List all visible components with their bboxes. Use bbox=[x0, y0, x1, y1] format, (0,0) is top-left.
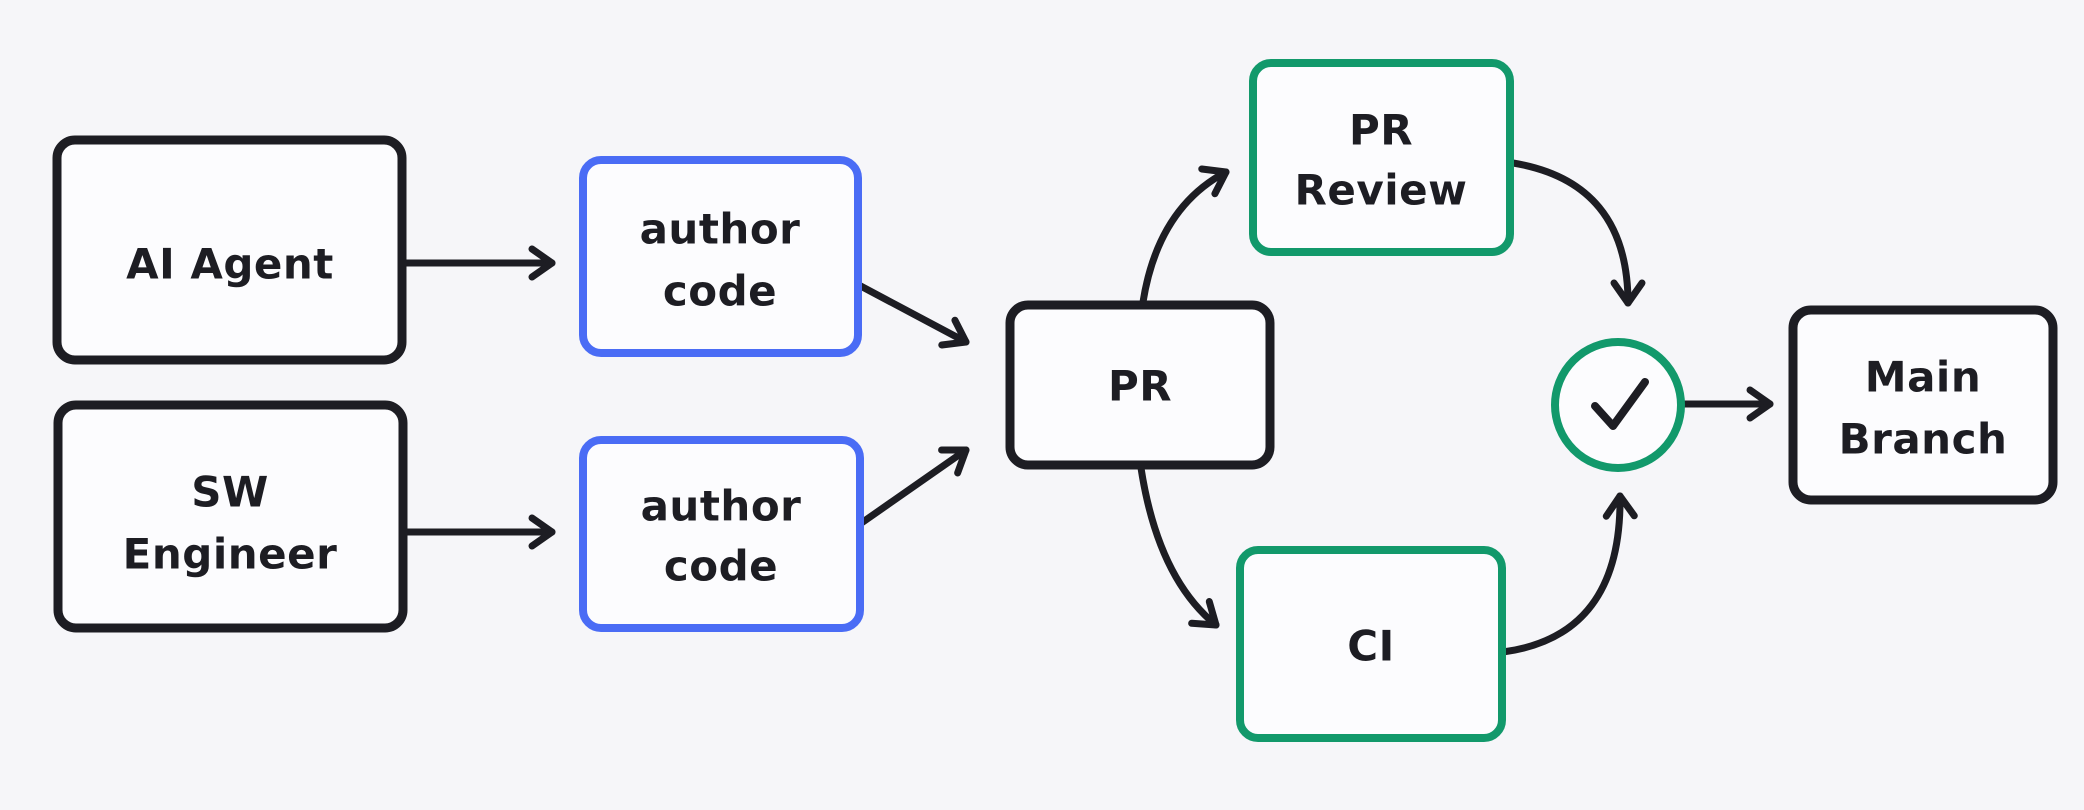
sw-engineer-label-line1: SW bbox=[191, 468, 269, 517]
author-code-bottom-box bbox=[579, 436, 864, 632]
node-ai-agent: AI Agent bbox=[52, 135, 407, 365]
node-author-code-top: author code bbox=[579, 156, 862, 357]
node-sw-engineer: SW Engineer bbox=[53, 400, 408, 633]
pr-review-label-line2: Review bbox=[1295, 166, 1468, 215]
edge-author-code-top-to-pr bbox=[851, 279, 970, 349]
ai-agent-box bbox=[52, 135, 407, 365]
author-code-bottom-label-line2: code bbox=[664, 542, 778, 591]
main-branch-label-line1: Main bbox=[1865, 353, 1981, 402]
node-pr-review: PR Review bbox=[1249, 59, 1514, 256]
edges-layer bbox=[400, 159, 1774, 656]
node-ci: CI bbox=[1236, 546, 1506, 742]
pr-label: PR bbox=[1108, 362, 1172, 411]
edge-ci-to-approval bbox=[1499, 492, 1638, 656]
pr-box bbox=[1005, 300, 1275, 470]
approval-circle bbox=[1551, 338, 1685, 472]
node-author-code-bottom: author code bbox=[579, 436, 864, 632]
sw-engineer-label-line2: Engineer bbox=[123, 530, 338, 579]
main-branch-box bbox=[1788, 305, 2058, 505]
edge-pr-to-ci bbox=[1137, 464, 1220, 629]
ci-label: CI bbox=[1347, 622, 1394, 671]
main-branch-label-line2: Branch bbox=[1839, 415, 2008, 464]
ai-agent-label: AI Agent bbox=[126, 240, 334, 289]
node-pr: PR bbox=[1005, 300, 1275, 470]
node-main-branch: Main Branch bbox=[1788, 305, 2058, 505]
node-approval bbox=[1551, 338, 1685, 472]
edge-pr-to-pr-review bbox=[1139, 165, 1230, 306]
author-code-bottom-label-line1: author bbox=[641, 482, 802, 531]
pr-review-box bbox=[1249, 59, 1514, 256]
edge-pr-review-to-approval bbox=[1509, 159, 1646, 307]
ci-box bbox=[1236, 546, 1506, 742]
author-code-top-box bbox=[579, 156, 862, 357]
pr-review-label-line1: PR bbox=[1349, 106, 1413, 155]
author-code-top-label-line2: code bbox=[663, 267, 777, 316]
check-icon bbox=[1591, 378, 1649, 430]
edge-author-code-bottom-to-pr bbox=[856, 446, 970, 528]
author-code-top-label-line1: author bbox=[640, 205, 801, 254]
sw-engineer-box bbox=[53, 400, 408, 633]
